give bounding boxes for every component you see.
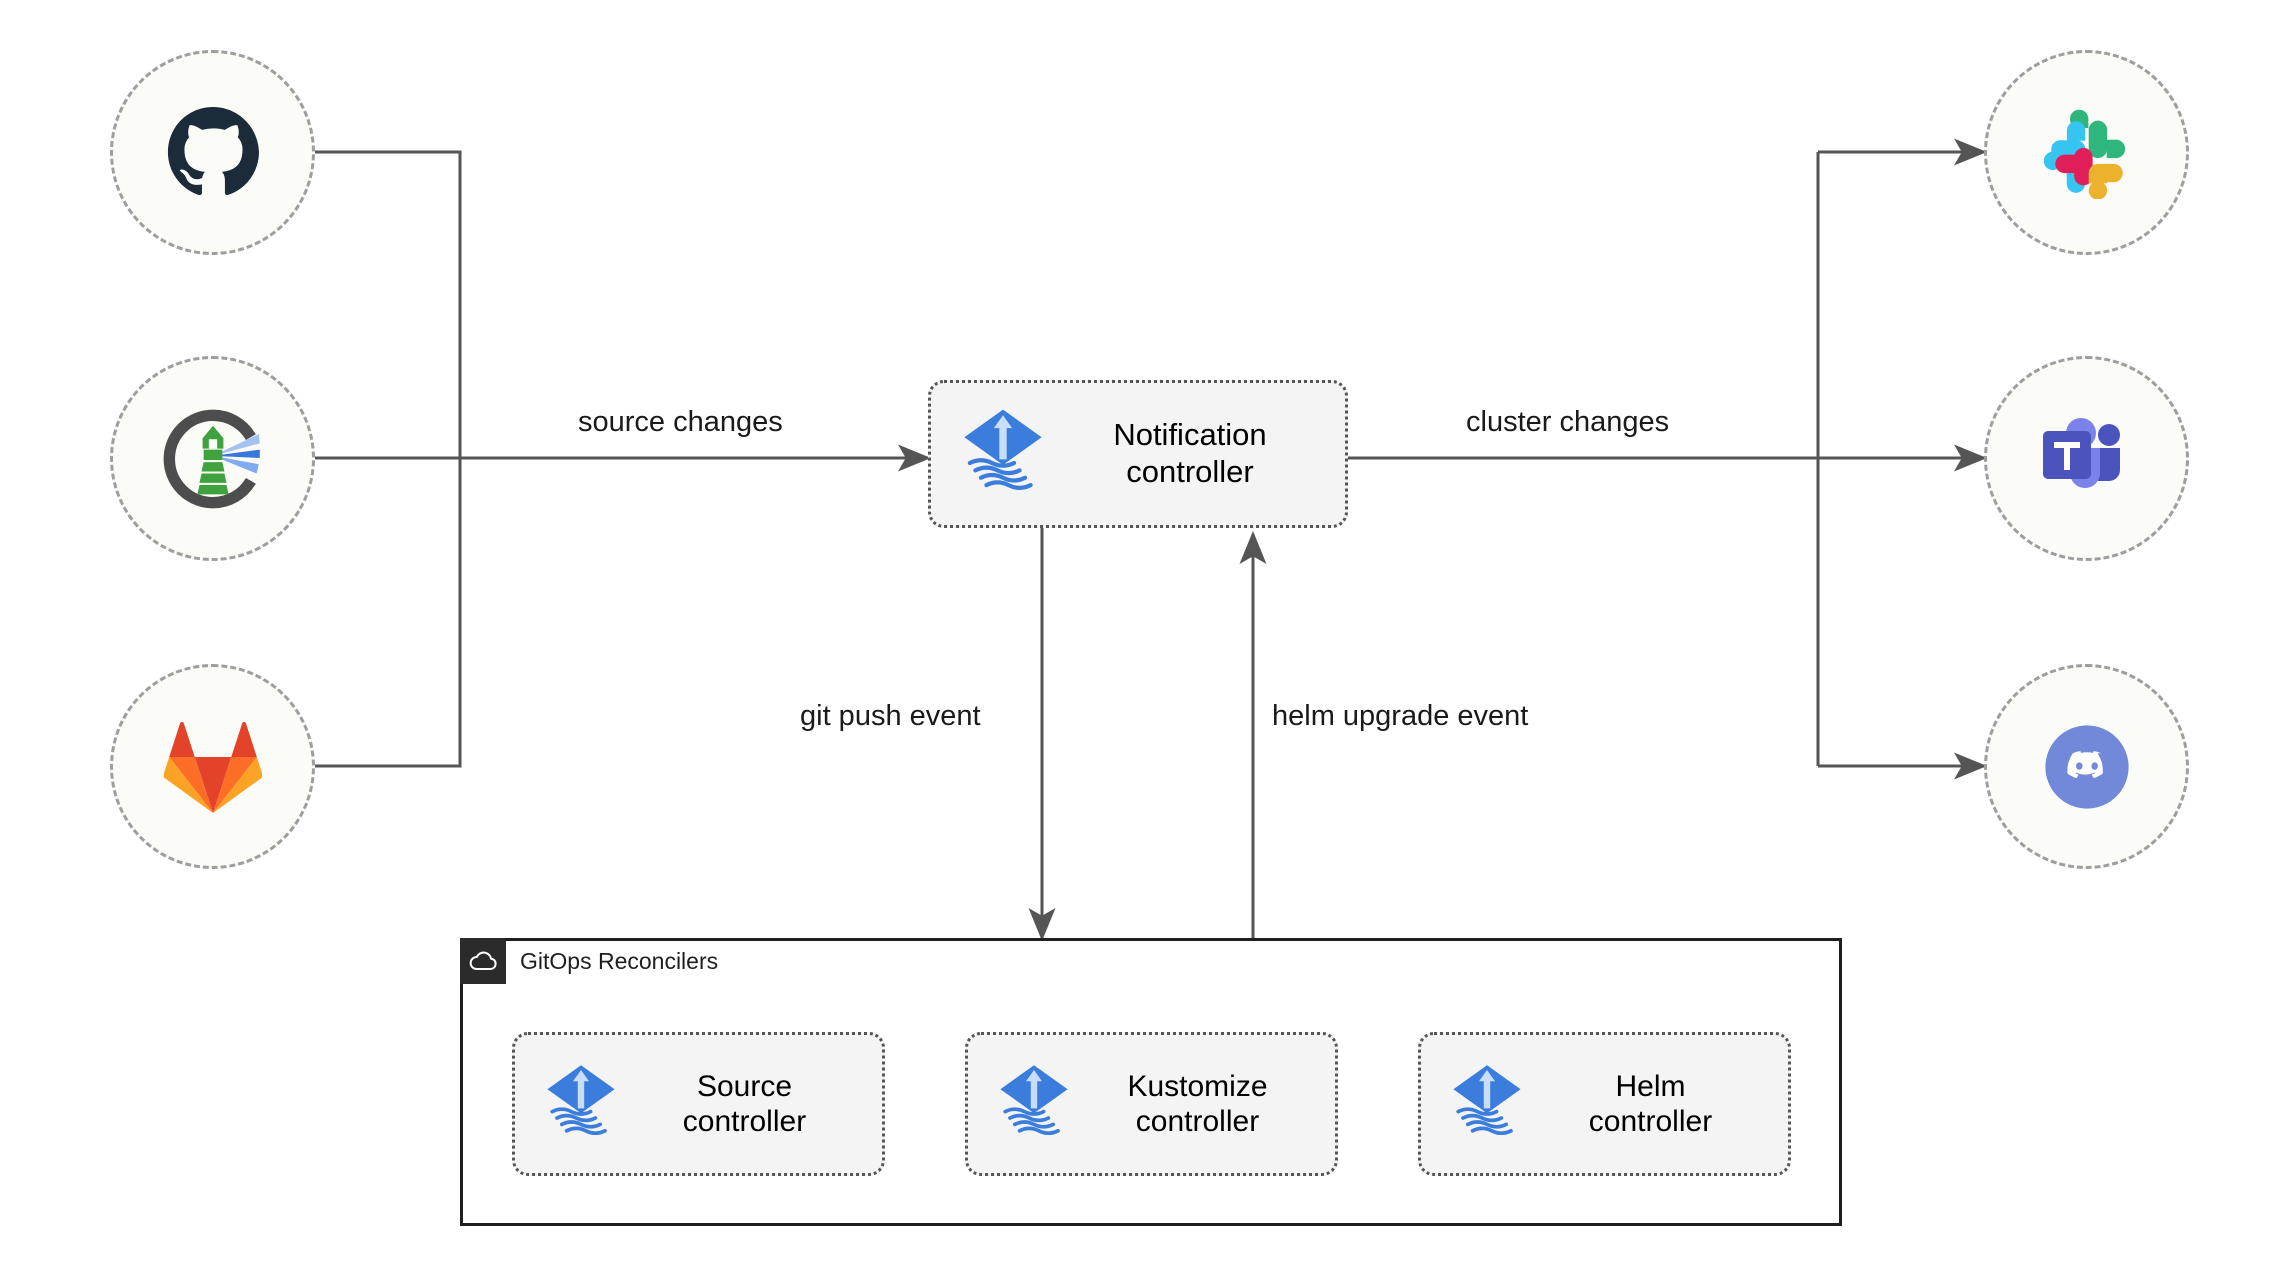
harbor-icon [161, 407, 265, 511]
github-icon [165, 105, 261, 201]
edge-label-helm-upgrade-event: helm upgrade event [1272, 700, 1529, 732]
source-controller-box[interactable]: Source controller [512, 1032, 885, 1176]
helm-controller-box[interactable]: Helm controller [1418, 1032, 1791, 1176]
slack-icon [2041, 107, 2133, 199]
notification-controller-label: Notification controller [1113, 417, 1267, 489]
gitops-reconcilers-header: GitOps Reconcilers [460, 938, 718, 984]
edge-label-source-changes: source changes [578, 406, 783, 438]
flux-icon [994, 1062, 1074, 1147]
edge-label-cluster-changes: cluster changes [1466, 406, 1670, 438]
target-node-teams[interactable] [1984, 356, 2189, 561]
source-node-harbor[interactable] [110, 356, 315, 561]
gitlab-icon [163, 720, 262, 814]
target-node-discord[interactable] [1984, 664, 2189, 869]
source-node-github[interactable] [110, 50, 315, 255]
source-controller-label: Source controller [682, 1069, 807, 1138]
gitops-reconcilers-title: GitOps Reconcilers [520, 947, 719, 974]
teams-icon [2037, 413, 2137, 505]
flux-icon [957, 406, 1049, 503]
cloud-icon [460, 938, 506, 984]
flux-icon [541, 1062, 621, 1147]
notification-controller-box[interactable]: Notification controller [928, 380, 1348, 528]
edge-label-git-push-event: git push event [800, 700, 981, 732]
kustomize-controller-label: Kustomize controller [1127, 1069, 1268, 1138]
source-node-gitlab[interactable] [110, 664, 315, 869]
kustomize-controller-box[interactable]: Kustomize controller [965, 1032, 1338, 1176]
flux-icon [1447, 1062, 1527, 1147]
discord-icon [2035, 715, 2139, 819]
helm-controller-label: Helm controller [1588, 1069, 1713, 1138]
target-node-slack[interactable] [1984, 50, 2189, 255]
edge-gitlab-to-junction [312, 458, 462, 768]
edge-github-to-junction [312, 150, 462, 458]
